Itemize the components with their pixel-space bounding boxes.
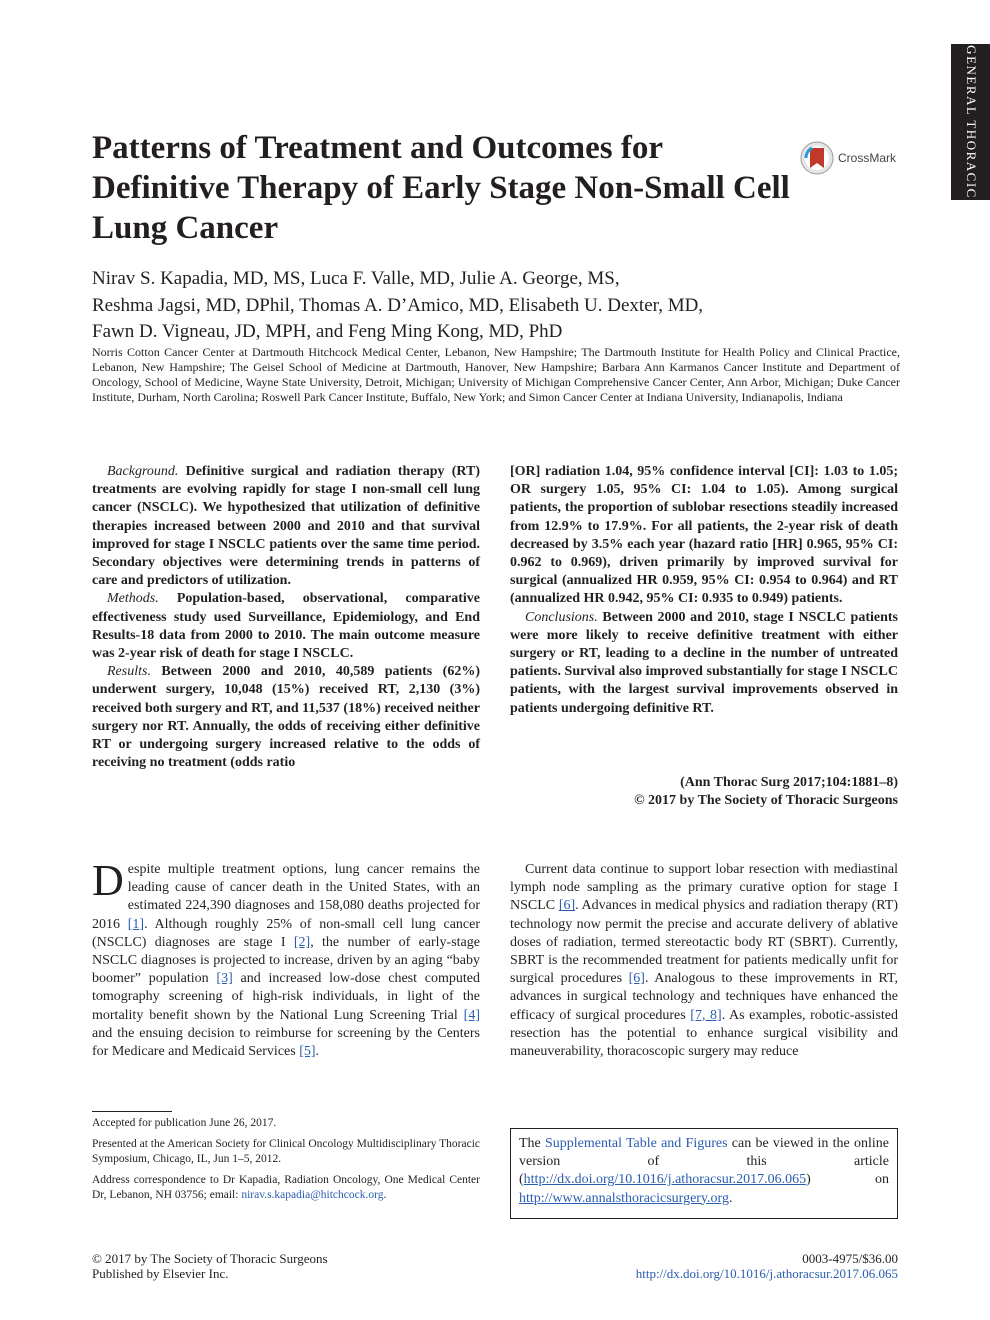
journal-website-link[interactable]: http://www.annalsthoracicsurgery.org: [519, 1190, 729, 1206]
footnote-correspondence: Address correspondence to Dr Kapadia, Ra…: [92, 1174, 480, 1201]
section-tab-label: GENERAL THORACIC: [963, 45, 979, 199]
author-list: Nirav S. Kapadia, MD, MS, Luca F. Valle,…: [92, 266, 902, 346]
footnote-presented: Presented at the American Society for Cl…: [92, 1138, 480, 1165]
abstract-heading: Methods.: [107, 591, 159, 607]
section-tab: GENERAL THORACIC: [951, 44, 990, 200]
abstract-results: Results. Between 2000 and 2010, 40,589 p…: [92, 664, 480, 771]
abstract-results-cont: [OR] radiation 1.04, 95% confidence inte…: [510, 464, 898, 607]
copyright-line: © 2017 by The Society of Thoracic Surgeo…: [634, 793, 898, 809]
doi-link[interactable]: http://dx.doi.org/10.1016/j.athoracsur.2…: [523, 1172, 807, 1188]
footnotes: Accepted for publication June 26, 2017. …: [92, 1116, 480, 1209]
footer-right: 0003-4975/$36.00 http://dx.doi.org/10.10…: [560, 1251, 898, 1281]
author-line: Reshma Jagsi, MD, DPhil, Thomas A. D’Ami…: [92, 294, 704, 316]
footnote-accepted: Accepted for publication June 26, 2017.: [92, 1117, 277, 1129]
journal-citation: (Ann Thorac Surg 2017;104:1881–8): [680, 775, 898, 790]
reference-link[interactable]: [4]: [463, 1007, 480, 1023]
crossmark-label: CrossMark: [838, 151, 897, 165]
footer-copyright: © 2017 by The Society of Thoracic Surgeo…: [92, 1251, 328, 1266]
citation-block: (Ann Thorac Surg 2017;104:1881–8) © 2017…: [510, 774, 898, 810]
reference-link[interactable]: [2]: [293, 934, 311, 950]
footnote-divider: [92, 1111, 172, 1112]
supplemental-box: The Supplemental Table and Figures can b…: [510, 1128, 898, 1219]
affiliations: Norris Cotton Cancer Center at Dartmouth…: [92, 345, 900, 404]
abstract-heading: Results.: [107, 664, 151, 680]
reference-link[interactable]: [1]: [127, 916, 145, 932]
footer-left: © 2017 by The Society of Thoracic Surgeo…: [92, 1251, 328, 1281]
abstract-methods: Methods. Population-based, observational…: [92, 591, 480, 662]
abstract-left-column: Background. Definitive surgical and radi…: [92, 463, 480, 772]
abstract-heading: Background.: [107, 464, 179, 479]
reference-link[interactable]: [7, 8]: [690, 1007, 722, 1023]
supplemental-link[interactable]: Supplemental Table and Figures: [545, 1136, 728, 1151]
author-line: Fawn D. Vigneau, JD, MPH, and Feng Ming …: [92, 321, 563, 342]
crossmark-badge[interactable]: CrossMark: [800, 138, 896, 178]
footer-doi-link[interactable]: http://dx.doi.org/10.1016/j.athoracsur.2…: [635, 1266, 898, 1281]
abstract-conclusions: Conclusions. Between 2000 and 2010, stag…: [510, 609, 898, 716]
article-title: Patterns of Treatment and Outcomes for D…: [92, 130, 790, 246]
abstract-right-column: [OR] radiation 1.04, 95% confidence inte…: [510, 463, 898, 718]
drop-cap: D: [92, 856, 124, 905]
reference-link[interactable]: [6]: [628, 971, 645, 987]
reference-link[interactable]: [6]: [558, 898, 576, 914]
body-right-column: Current data continue to support lobar r…: [510, 861, 898, 1061]
abstract-heading: Conclusions.: [525, 609, 598, 625]
footer-issn: 0003-4975/$36.00: [802, 1251, 898, 1266]
reference-link[interactable]: [3]: [216, 971, 233, 987]
email-link[interactable]: nirav.s.kapadia@hitchcock.org: [241, 1189, 384, 1201]
abstract-background: Background. Definitive surgical and radi…: [92, 464, 480, 589]
crossmark-icon: [800, 141, 834, 175]
footer-publisher: Published by Elsevier Inc.: [92, 1266, 229, 1281]
reference-link[interactable]: [5]: [299, 1044, 316, 1060]
body-paragraph: Current data continue to support lobar r…: [510, 862, 899, 1060]
author-line: Nirav S. Kapadia, MD, MS, Luca F. Valle,…: [92, 268, 620, 289]
